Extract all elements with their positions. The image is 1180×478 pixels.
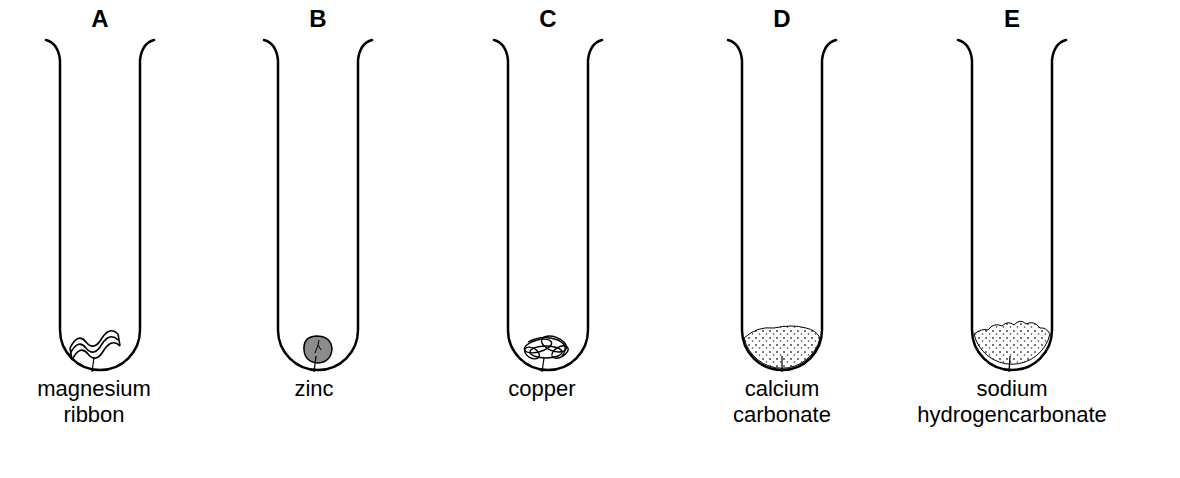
leader-line — [92, 357, 94, 372]
tube-d — [728, 40, 836, 372]
leader-line — [542, 358, 544, 372]
tube-letter: C — [539, 6, 556, 32]
leader-line — [781, 356, 782, 372]
tube-e — [958, 40, 1066, 372]
tube-letter: B — [309, 6, 326, 32]
tube-c — [494, 40, 602, 372]
leader-line — [1009, 356, 1010, 372]
substance-label: copper — [508, 376, 575, 402]
tube-letter: E — [1004, 6, 1020, 32]
substance-label: zinc — [294, 376, 333, 402]
tube-a — [46, 40, 154, 372]
sodium-hydrogencarbonate-powder — [974, 321, 1050, 364]
substance-label: magnesium ribbon — [19, 376, 169, 428]
substance-label: sodium hydrogencarbonate — [887, 376, 1137, 428]
copper-turnings — [523, 333, 571, 361]
tube-letter: A — [91, 6, 108, 32]
leader-line — [314, 356, 316, 372]
substance-label: calcium carbonate — [712, 376, 852, 428]
magnesium-ribbon — [70, 331, 120, 360]
tube-b — [264, 40, 372, 372]
tube-letter: D — [773, 6, 790, 32]
zinc-granule — [304, 336, 332, 363]
